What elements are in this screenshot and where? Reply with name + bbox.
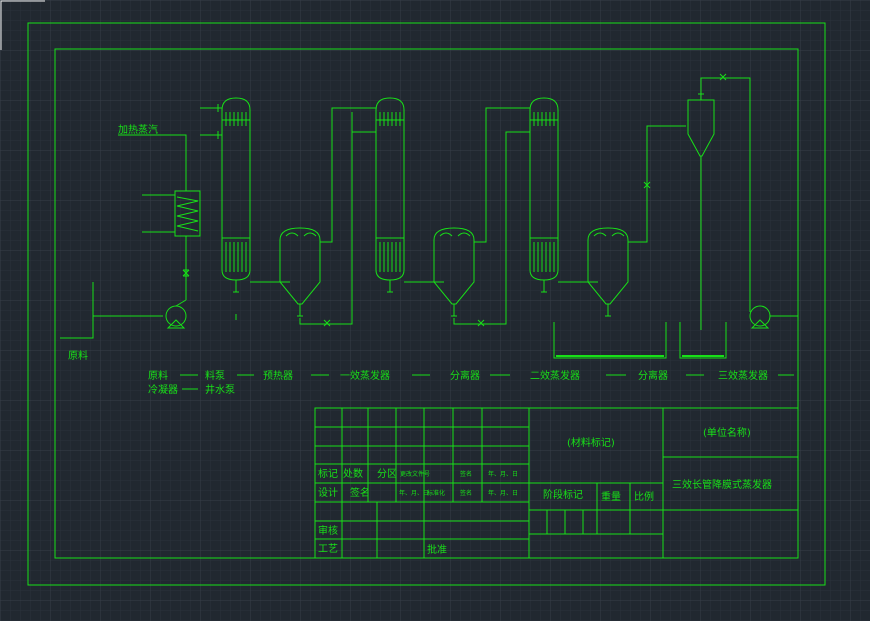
drawing-title: 三效长管降膜式蒸发器 — [672, 478, 772, 491]
condenser — [687, 73, 751, 330]
preheater — [142, 190, 201, 237]
valve-icon — [182, 269, 190, 277]
tb-zone: 分区 — [377, 468, 397, 480]
valve-icon-3 — [477, 319, 485, 327]
evaporator-2 — [352, 97, 405, 293]
tb-ymd: 年、月、日 — [399, 489, 429, 497]
flow-item: 分离器 — [450, 369, 480, 382]
tb-ymd2: 年、月、日 — [488, 489, 518, 497]
flow-item: 料泵 — [205, 369, 225, 382]
tb-weight: 重量 — [601, 490, 621, 503]
tb-count: 处数 — [343, 467, 363, 480]
title-block — [314, 407, 799, 559]
evaporator-1 — [200, 97, 251, 293]
heating-steam-line — [118, 134, 187, 191]
viewport-frame — [0, 0, 45, 50]
hotwell-2 — [679, 322, 727, 359]
hotwell-1 — [553, 322, 667, 359]
tb-mark: 标记 — [318, 468, 338, 480]
tb-date: 年、月、日 — [488, 470, 518, 478]
flow-item: 二效蒸发器 — [530, 369, 580, 382]
tb-scale: 比例 — [634, 490, 654, 503]
flow-item: 三效蒸发器 — [718, 369, 768, 382]
flow-item: 预热器 — [263, 369, 293, 382]
flow-item: 分离器 — [638, 369, 668, 382]
well-water-pump-icon — [749, 305, 798, 329]
tb-review: 审核 — [318, 524, 338, 537]
raw-material-label: 原料 — [68, 349, 88, 362]
tb-signature: 签名 — [460, 470, 472, 478]
flow-item: 一效蒸发器 — [340, 369, 390, 382]
separator-1 — [279, 107, 376, 317]
raw-material-tank — [60, 282, 94, 339]
tb-doc-no: 更改文件号 — [400, 470, 430, 478]
tb-standardize: 标准化 — [427, 489, 445, 497]
sep2-to-e3-line — [453, 131, 530, 325]
outer-border — [27, 22, 826, 586]
separator-3 — [587, 125, 686, 317]
valve-icon-2 — [323, 319, 331, 327]
valve-icon-4 — [643, 181, 651, 189]
evaporator-3 — [529, 97, 559, 293]
tb-design: 设计 — [318, 486, 338, 499]
material-mark: (材料标记) — [567, 436, 615, 449]
tb-approve: 批准 — [427, 543, 447, 556]
feed-pump-icon — [165, 299, 187, 329]
tb-process: 工艺 — [318, 543, 338, 555]
tb-sign2: 签名 — [460, 489, 472, 497]
unit-name: (单位名称) — [703, 426, 751, 439]
tb-stage-mark: 阶段标记 — [543, 488, 583, 501]
flow-item: 井水泵 — [205, 383, 235, 396]
separator-2 — [433, 107, 530, 317]
heating-steam-label: 加热蒸汽 — [118, 123, 158, 136]
process-flow: 原料 料泵 预热器 一效蒸发器 分离器 二效蒸发器 分离器 三效蒸发器 冷凝器 … — [148, 369, 794, 396]
tb-sign: 签名 — [350, 486, 370, 499]
flow-item: 原料 — [148, 369, 168, 382]
flow-item: 冷凝器 — [148, 383, 178, 396]
